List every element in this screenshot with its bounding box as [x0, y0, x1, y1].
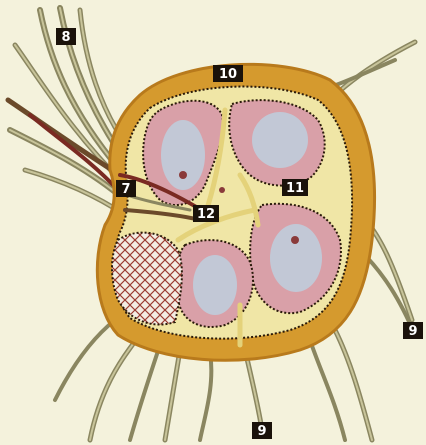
svg-text:8: 8	[61, 30, 70, 45]
label-9-bottom: 9	[252, 422, 272, 439]
svg-text:9: 9	[408, 324, 417, 339]
svg-text:7: 7	[121, 182, 130, 197]
svg-text:9: 9	[257, 424, 266, 439]
label-8: 8	[56, 28, 76, 45]
label-9-right: 9	[403, 322, 423, 339]
label-12: 12	[193, 205, 219, 222]
label-7: 7	[116, 180, 136, 197]
svg-text:10: 10	[219, 67, 237, 82]
svg-text:11: 11	[286, 181, 304, 196]
svg-text:12: 12	[197, 207, 215, 222]
label-10: 10	[213, 65, 243, 82]
label-11: 11	[282, 179, 308, 196]
